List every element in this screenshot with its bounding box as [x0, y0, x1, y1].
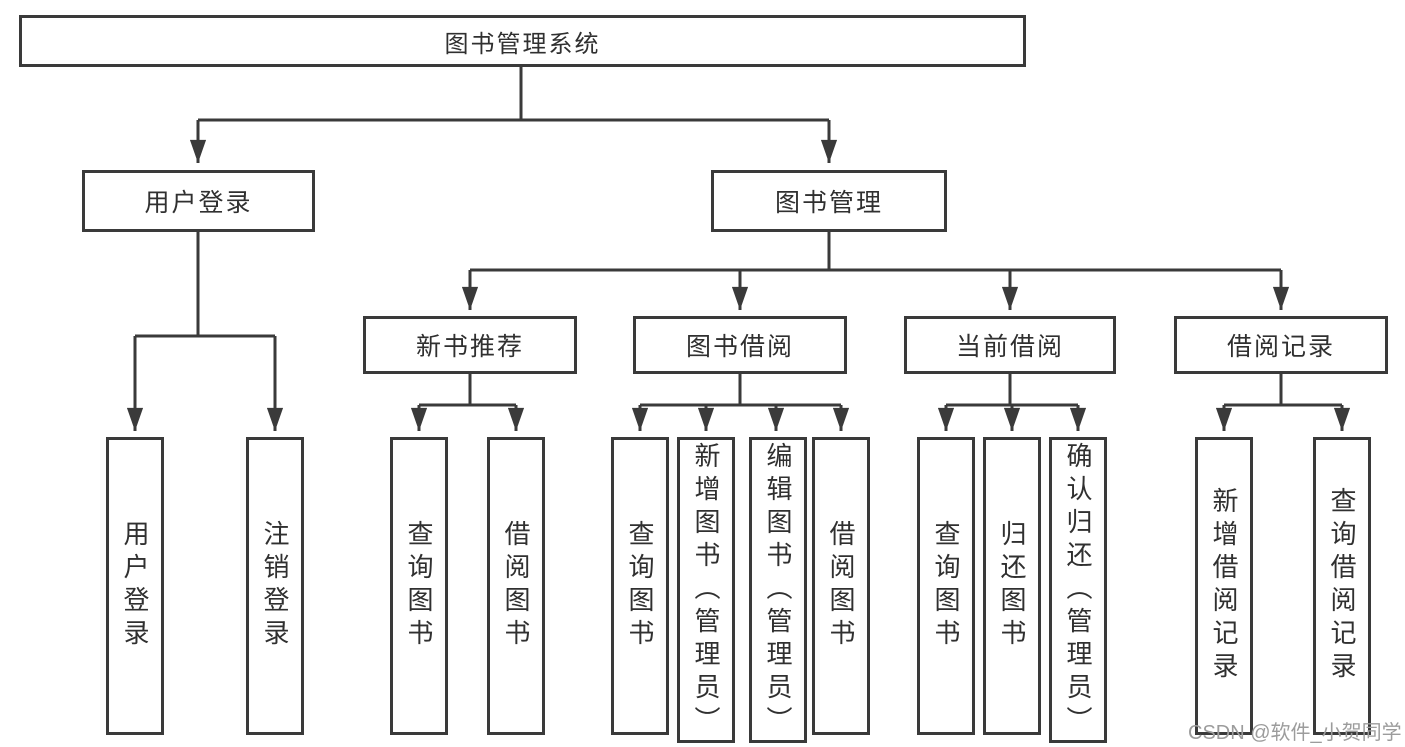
leaf-label: 借阅图书 — [501, 520, 531, 652]
leaf-label: 查询图书 — [625, 520, 655, 652]
leaf-return-book: 归还图书 — [983, 437, 1041, 735]
leaf-add-book-admin: 新增图书（管理员） — [677, 437, 735, 743]
leaf-label: 新增图书（管理员） — [691, 441, 721, 739]
leaf-borrow-book-1: 借阅图书 — [487, 437, 545, 735]
leaf-search-book-3: 查询图书 — [917, 437, 975, 735]
node-book-borrow: 图书借阅 — [633, 316, 847, 374]
leaf-label: 归还图书 — [997, 520, 1027, 652]
node-root-library-system: 图书管理系统 — [19, 15, 1026, 67]
leaf-label: 新增借阅记录 — [1209, 487, 1239, 685]
leaf-logout: 注销登录 — [246, 437, 304, 735]
leaf-user-login: 用户登录 — [106, 437, 164, 735]
leaf-label: 确认归还（管理员） — [1063, 441, 1093, 739]
leaf-search-borrow-record: 查询借阅记录 — [1313, 437, 1371, 735]
leaf-search-book-1: 查询图书 — [390, 437, 448, 735]
node-user-login: 用户登录 — [82, 170, 315, 232]
leaf-label: 借阅图书 — [826, 520, 856, 652]
csdn-watermark: CSDN @软件_小贺同学 — [1188, 722, 1402, 744]
leaf-label: 注销登录 — [260, 520, 290, 652]
leaf-label: 用户登录 — [120, 520, 150, 652]
node-new-book-recommend: 新书推荐 — [363, 316, 577, 374]
node-book-management: 图书管理 — [711, 170, 947, 232]
leaf-search-book-2: 查询图书 — [611, 437, 669, 735]
leaf-label: 查询图书 — [931, 520, 961, 652]
leaf-add-borrow-record: 新增借阅记录 — [1195, 437, 1253, 735]
leaf-borrow-book-2: 借阅图书 — [812, 437, 870, 735]
leaf-label: 编辑图书（管理员） — [763, 441, 793, 739]
node-borrow-records: 借阅记录 — [1174, 316, 1388, 374]
leaf-edit-book-admin: 编辑图书（管理员） — [749, 437, 807, 743]
node-current-borrow: 当前借阅 — [904, 316, 1116, 374]
leaf-confirm-return-admin: 确认归还（管理员） — [1049, 437, 1107, 743]
leaf-label: 查询图书 — [404, 520, 434, 652]
leaf-label: 查询借阅记录 — [1327, 487, 1357, 685]
